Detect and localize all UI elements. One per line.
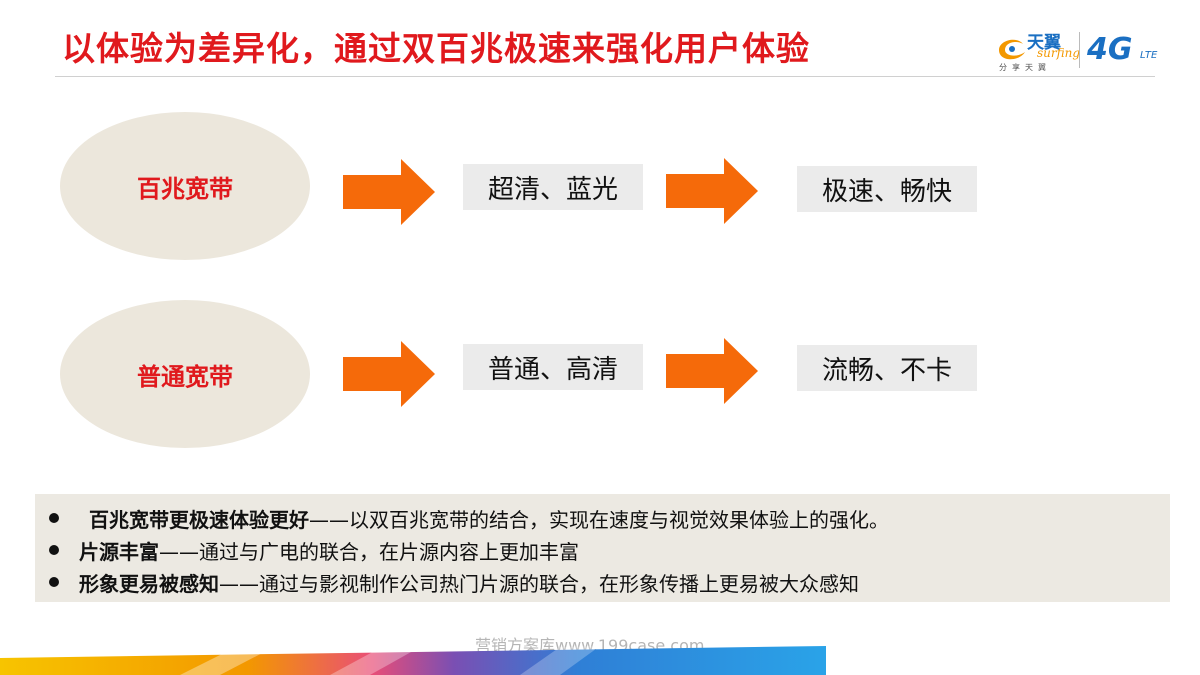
note-strong: 形象更易被感知 [79,571,219,596]
note-strong: 百兆宽带更极速体验更好 [89,507,309,532]
bullet-icon [49,545,59,555]
flow-step-box: 超清、蓝光 [463,164,643,210]
arrow-right-icon [343,341,435,407]
flow-label-standard: 普通宽带 [60,300,310,448]
list-item: 百兆宽带更极速体验更好 ——以双百兆宽带的结合，实现在速度与视觉效果体验上的强化… [49,504,889,532]
title-divider [55,76,1155,77]
bullet-icon [49,577,59,587]
note-text: ——通过与影视制作公司热门片源的联合，在形象传播上更易被大众感知 [219,571,859,596]
brand-slogan: 分享天翼 [999,63,1051,72]
decorative-color-band [0,646,826,675]
flow-step-box: 普通、高清 [463,344,643,390]
list-item: 形象更易被感知 ——通过与影视制作公司热门片源的联合，在形象传播上更易被大众感知 [49,568,859,596]
arrow-right-icon [343,159,435,225]
arrow-right-icon [666,158,758,224]
brand-name-en: surfing [1037,46,1081,60]
brand-name-cn: 天翼 [1027,33,1061,53]
arrow-right-icon [666,338,758,404]
note-text: ——通过与广电的联合，在片源内容上更加丰富 [159,539,579,564]
flow-label-gigabit: 百兆宽带 [60,112,310,260]
note-strong: 片源丰富 [79,539,159,564]
network-lte-label: LTE [1140,50,1158,61]
network-4g-label: 4G [1087,32,1133,67]
flow-result-box: 流畅、不卡 [797,345,977,391]
brand-logo: 天翼 surfing 分享天翼 4G LTE [995,28,1170,76]
list-item: 片源丰富 ——通过与广电的联合，在片源内容上更加丰富 [49,536,579,564]
note-text: ——以双百兆宽带的结合，实现在速度与视觉效果体验上的强化。 [309,507,889,532]
flow-result-box: 极速、畅快 [797,166,977,212]
surfing-swirl-icon [999,39,1025,60]
page-title: 以体验为差异化，通过双百兆极速来强化用户体验 [62,29,810,68]
logo-separator [1079,32,1080,68]
notes-panel: 百兆宽带更极速体验更好 ——以双百兆宽带的结合，实现在速度与视觉效果体验上的强化… [35,494,1170,602]
bullet-icon [49,513,59,523]
